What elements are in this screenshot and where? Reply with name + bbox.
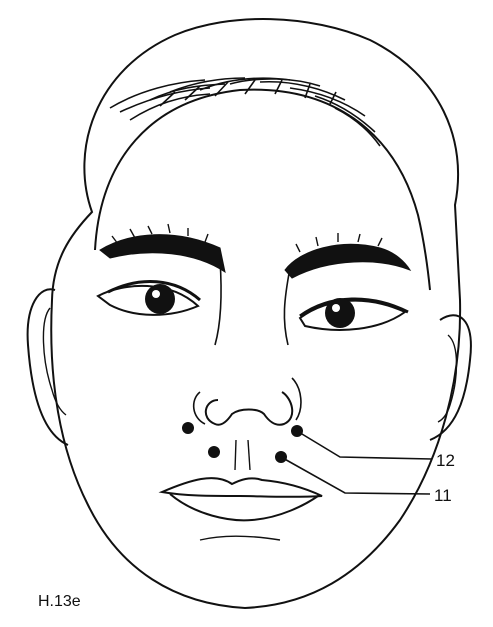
- right-eye-highlight: [332, 304, 340, 312]
- point-label-11: 11: [434, 487, 452, 504]
- leader-line-12: [297, 431, 432, 459]
- philtrum-right: [248, 440, 250, 470]
- left-ear-inner: [43, 308, 66, 415]
- right-ear: [430, 315, 471, 440]
- right-eyebrow: [285, 244, 410, 278]
- acupoint-dot-left-lip: [208, 446, 220, 458]
- lower-lip: [170, 494, 318, 520]
- hair-strands: [110, 78, 380, 146]
- left-eye-iris: [145, 284, 175, 314]
- nose-bridge-left: [215, 260, 221, 345]
- acupoint-dot-left-nostril: [182, 422, 194, 434]
- nose-left-wing: [194, 392, 205, 424]
- figure-caption: H.13e: [38, 594, 81, 610]
- philtrum-left: [235, 440, 236, 470]
- nose: [206, 392, 292, 425]
- nose-right-wing: [292, 378, 301, 420]
- left-eye-highlight: [152, 290, 160, 298]
- right-eye-iris: [325, 298, 355, 328]
- point-label-12: 12: [436, 452, 455, 469]
- upper-lip: [162, 478, 322, 497]
- chin-line: [200, 536, 280, 540]
- nose-bridge-right: [284, 268, 290, 345]
